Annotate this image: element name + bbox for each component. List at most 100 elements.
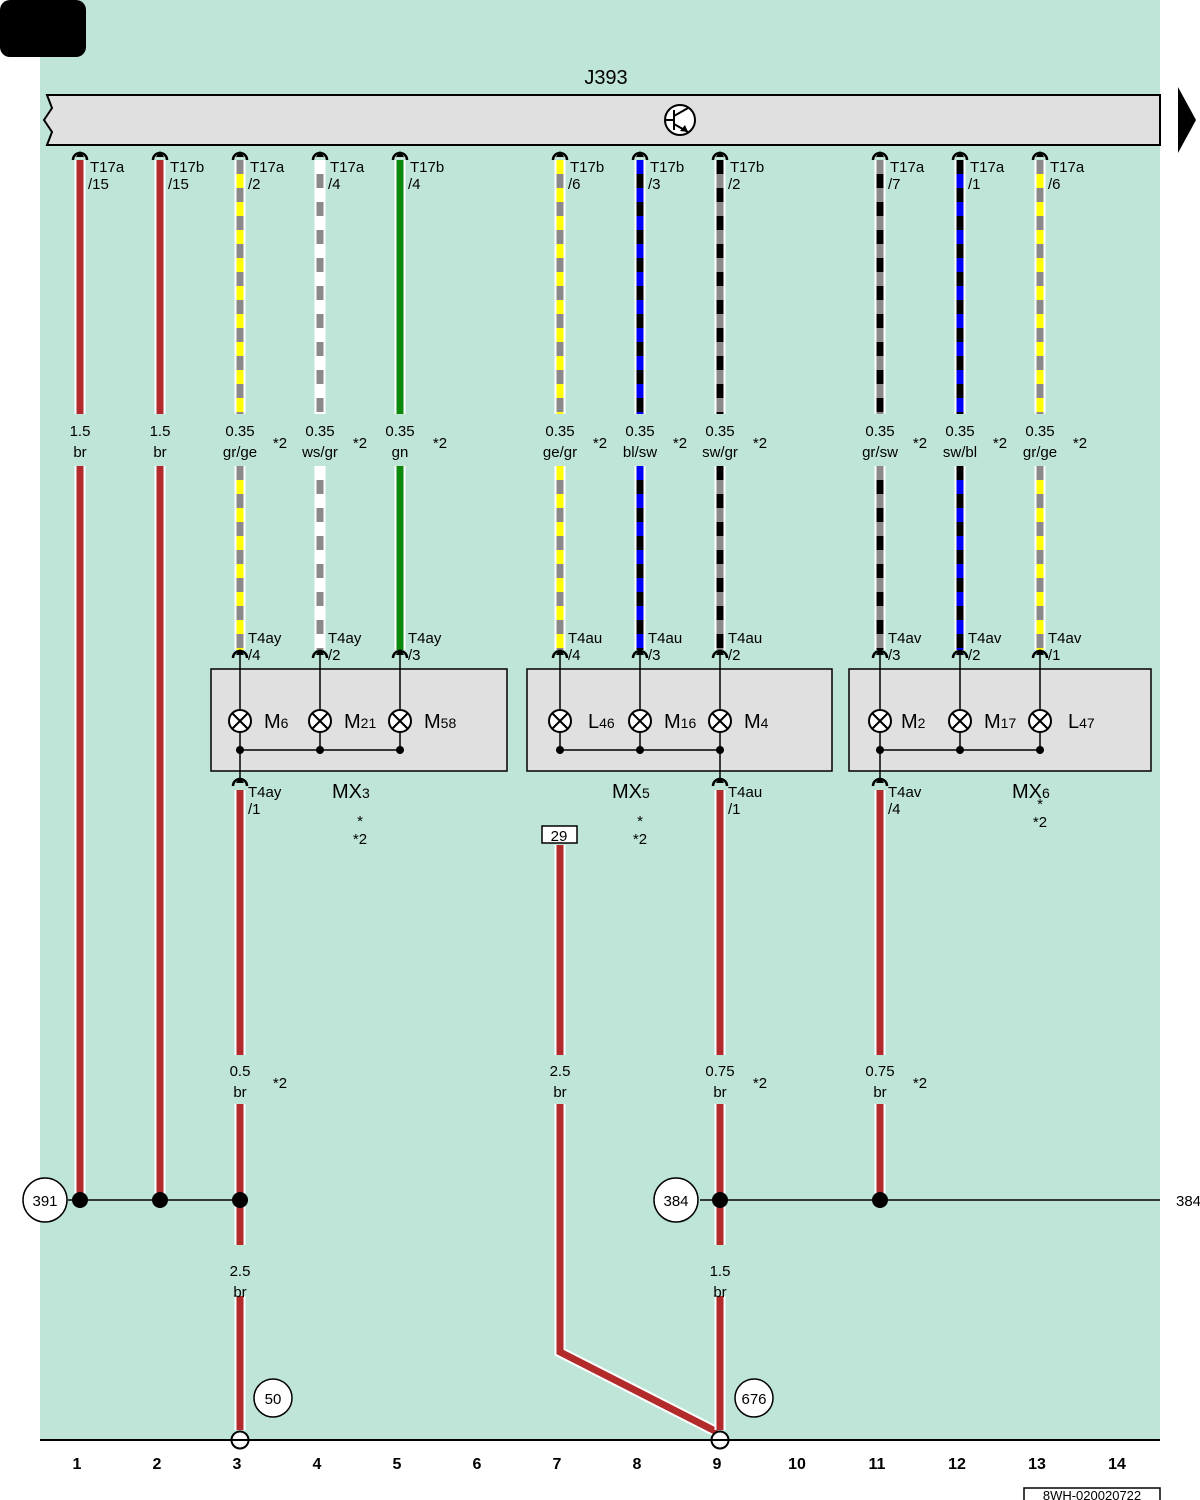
wire-color: bl/sw bbox=[623, 444, 657, 461]
wire-size: 1.5 bbox=[70, 423, 91, 440]
connector-icon bbox=[1031, 151, 1049, 161]
wire-size: 1.5 bbox=[150, 423, 171, 440]
lamp-label: M17 bbox=[984, 711, 1016, 733]
lamp-cross bbox=[1031, 712, 1049, 730]
wire-color: gn bbox=[392, 444, 409, 461]
junction-dot bbox=[872, 1192, 888, 1208]
wire-note: *2 bbox=[913, 1075, 927, 1092]
page-continue-arrow-icon bbox=[1178, 87, 1196, 153]
junction-dot bbox=[72, 1192, 88, 1208]
wire-color: br bbox=[553, 1084, 566, 1101]
column-number: 11 bbox=[869, 1456, 886, 1473]
lamp-cross bbox=[391, 712, 409, 730]
connector-pin bbox=[636, 151, 644, 157]
wire-note: *2 bbox=[753, 435, 767, 452]
connector-label: T17a bbox=[250, 159, 285, 176]
connector-icon bbox=[391, 151, 409, 161]
wire-note: *2 bbox=[673, 435, 687, 452]
connector-pin bbox=[876, 151, 884, 157]
connector-pin bbox=[156, 151, 164, 157]
pin-label: /6 bbox=[1048, 176, 1061, 193]
column-number: 5 bbox=[393, 1456, 402, 1473]
node-label: 676 bbox=[741, 1391, 766, 1408]
module-star: * bbox=[1037, 796, 1043, 813]
lamp-icon bbox=[1028, 709, 1052, 733]
pin-label: /4 bbox=[568, 647, 581, 664]
pin-label: /1 bbox=[968, 176, 981, 193]
connector-pin bbox=[716, 151, 724, 157]
wire-note: *2 bbox=[753, 1075, 767, 1092]
wire-color: br bbox=[713, 1084, 726, 1101]
module-star: * bbox=[637, 813, 643, 830]
node-label: 391 bbox=[32, 1193, 57, 1210]
connector-label: T4ay bbox=[408, 630, 442, 647]
lamp-icon bbox=[308, 709, 332, 733]
lamp-cross bbox=[311, 712, 329, 730]
pin-label: /4 bbox=[328, 176, 341, 193]
connector-label: T4au bbox=[728, 784, 762, 801]
wire-color: gr/ge bbox=[1023, 444, 1057, 461]
connector-label: T17a bbox=[970, 159, 1005, 176]
pin-label: /4 bbox=[248, 647, 261, 664]
connector-pin bbox=[76, 151, 84, 157]
connector-pin bbox=[396, 151, 404, 157]
control-unit-label: J393 bbox=[584, 67, 627, 89]
wire-base bbox=[556, 1104, 719, 1436]
column-number: 12 bbox=[948, 1456, 966, 1473]
wire-size: 0.35 bbox=[865, 423, 894, 440]
wire-color: sw/bl bbox=[943, 444, 977, 461]
lamp-cross bbox=[951, 712, 969, 730]
edge-ref-label: 384 bbox=[1176, 1193, 1200, 1210]
node-circle bbox=[734, 1378, 774, 1418]
module-name: MX3 bbox=[332, 781, 370, 803]
connector-label: T17b bbox=[410, 159, 444, 176]
wire-size: 0.35 bbox=[385, 423, 414, 440]
pin-label: /2 bbox=[248, 176, 261, 193]
page-tab bbox=[0, 0, 86, 57]
wire-note: *2 bbox=[593, 435, 607, 452]
wire-size: 0.35 bbox=[625, 423, 654, 440]
lamp-label: M21 bbox=[344, 711, 376, 733]
connector-label: T4au bbox=[728, 630, 762, 647]
wire-color: br bbox=[73, 444, 86, 461]
pin-label: /1 bbox=[1048, 647, 1061, 664]
column-number: 13 bbox=[1028, 1456, 1046, 1473]
pin-label: /2 bbox=[968, 647, 981, 664]
wire-note: *2 bbox=[1073, 435, 1087, 452]
column-number: 6 bbox=[473, 1456, 482, 1473]
connector-icon bbox=[231, 151, 249, 161]
lamp-label: M2 bbox=[901, 711, 926, 733]
connector-label: T17b bbox=[570, 159, 604, 176]
wire-color: br bbox=[713, 1284, 726, 1301]
node-label: 384 bbox=[663, 1193, 688, 1210]
connector-label: T17a bbox=[90, 159, 125, 176]
connector-pin bbox=[316, 151, 324, 157]
lamp-icon bbox=[228, 709, 252, 733]
wire-size: 0.35 bbox=[545, 423, 574, 440]
terminal-label: 29 bbox=[551, 828, 568, 845]
pin-label: /7 bbox=[888, 176, 901, 193]
node-circle bbox=[653, 1177, 699, 1223]
column-number: 7 bbox=[553, 1456, 562, 1473]
junction-dot bbox=[152, 1192, 168, 1208]
lamp-label: M4 bbox=[744, 711, 769, 733]
lamp-label: L47 bbox=[1068, 711, 1095, 733]
wire-size: 0.35 bbox=[945, 423, 974, 440]
lamp-cross bbox=[231, 712, 249, 730]
ref-code: 8WH-020020722 bbox=[1043, 1488, 1141, 1500]
column-number: 2 bbox=[153, 1456, 162, 1473]
wire-color: br bbox=[873, 1084, 886, 1101]
column-number: 4 bbox=[313, 1456, 322, 1473]
pin-label: /3 bbox=[408, 647, 421, 664]
pin-label: /6 bbox=[568, 176, 581, 193]
connector-icon bbox=[951, 151, 969, 161]
pin-label: /1 bbox=[728, 801, 741, 818]
connector-icon bbox=[311, 151, 329, 161]
module-star: * bbox=[357, 813, 363, 830]
connector-label: T4av bbox=[888, 784, 922, 801]
wire-color: br bbox=[233, 1284, 246, 1301]
pin-label: /2 bbox=[728, 647, 741, 664]
wire-size: 2.5 bbox=[230, 1263, 251, 1280]
lamp-icon bbox=[548, 709, 572, 733]
